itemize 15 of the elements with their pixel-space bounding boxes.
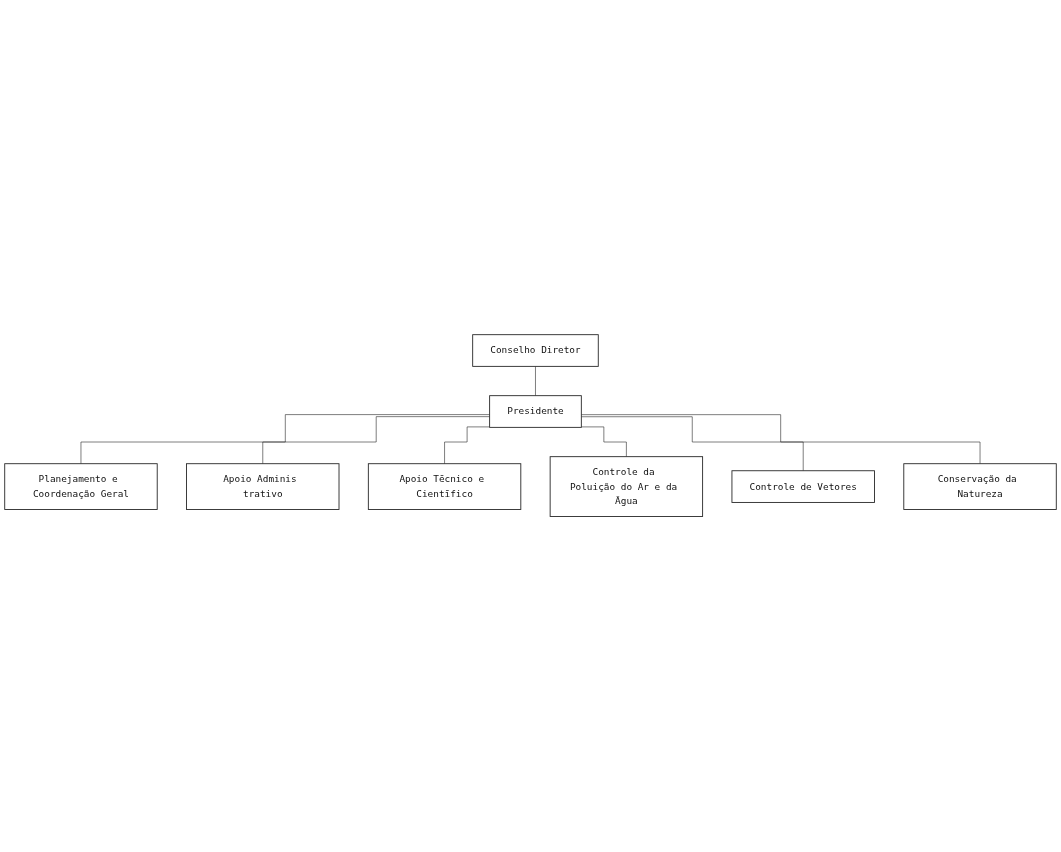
node-box: Conservação da Natureza xyxy=(903,463,1057,511)
node-box: Planejamento e Coordenação Geral xyxy=(4,463,158,511)
node-box: Controle da Poluição do Ar e da Āgua xyxy=(549,456,704,518)
node-box: Apoio Tēcnico e Cientīfico xyxy=(367,463,522,511)
node-box: Controle de Vetores xyxy=(731,470,875,504)
node-box: Presidente xyxy=(489,395,582,429)
connector xyxy=(581,414,981,465)
connector xyxy=(581,416,804,472)
node-box: Conselho Diretor xyxy=(472,334,599,368)
connector xyxy=(581,427,627,458)
connector xyxy=(535,366,536,397)
node-box: Apoio Adminis trativo xyxy=(186,463,340,511)
connector xyxy=(444,427,490,465)
connector xyxy=(80,414,490,465)
connector xyxy=(262,416,490,465)
